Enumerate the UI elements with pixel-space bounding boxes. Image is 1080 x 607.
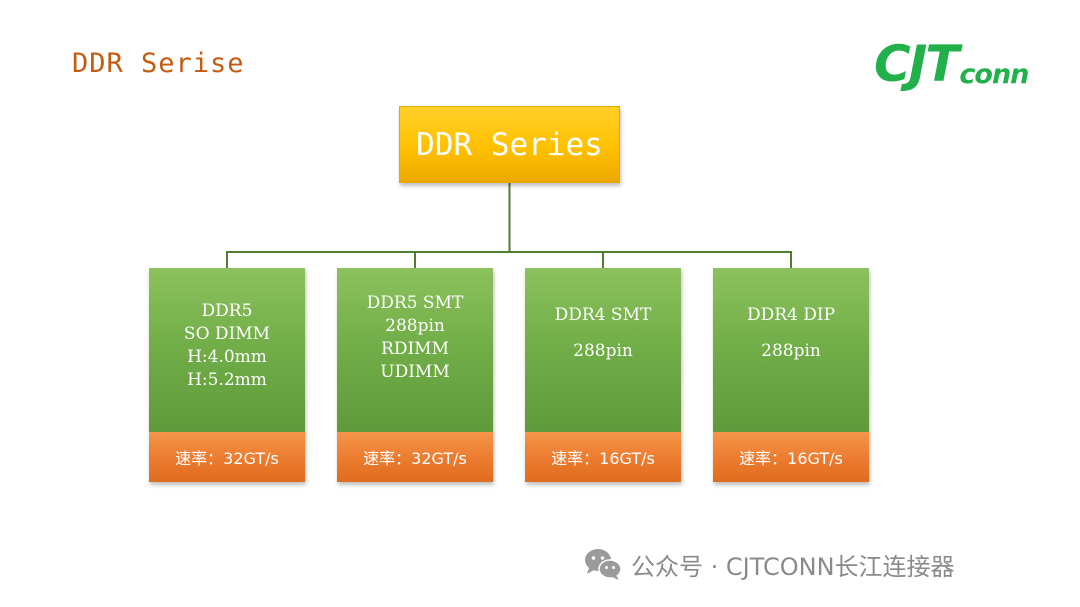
child-node-rate: 速率：16GT/s [525,432,681,482]
child-node-line: DDR4 SMT [554,305,652,325]
rate-label: 速率：32GT/s [175,449,279,468]
watermark-text: 公众号 · CJTCONN长江连接器 [631,552,955,581]
child-node-ddr4-dip: DDR4 DIP 288pin 速率：16GT/s [713,268,869,482]
child-node-body: DDR4 DIP 288pin [713,268,869,432]
child-node-line: UDIMM [380,362,450,382]
child-node-ddr5-smt: DDR5 SMT 288pin RDIMM UDIMM 速率：32GT/s [337,268,493,482]
rate-label: 速率：16GT/s [551,449,655,468]
child-node-ddr4-smt: DDR4 SMT 288pin 速率：16GT/s [525,268,681,482]
slide-title: DDR Serise [72,48,245,79]
child-node-line: H:4.0mm [187,347,267,367]
child-node-rate: 速率：32GT/s [337,432,493,482]
child-node-line: 288pin [573,341,633,361]
child-node-rate: 速率：32GT/s [149,432,305,482]
child-node-line: RDIMM [381,339,449,359]
rate-label: 速率：32GT/s [363,449,467,468]
child-node-body: DDR5 SO DIMM H:4.0mm H:5.2mm [149,268,305,432]
logo-main-text: CJT [874,35,959,93]
root-node-label: DDR Series [416,126,603,163]
wechat-icon [585,549,622,580]
logo-sub-text: conn [959,59,1029,90]
wechat-watermark: 公众号 · CJTCONN长江连接器 [583,546,955,582]
child-node-line: DDR4 DIP [746,305,836,325]
child-node-line: DDR5 SMT [366,293,464,313]
cjtconn-logo: CJT conn [874,30,1029,93]
child-node-rate: 速率：16GT/s [713,432,869,482]
rate-label: 速率：16GT/s [739,449,843,468]
child-node-line: SO DIMM [183,324,271,344]
child-node-body: DDR5 SMT 288pin RDIMM UDIMM [337,268,493,432]
root-node-ddr-series: DDR Series [399,106,620,183]
child-node-line: DDR5 [201,301,253,321]
child-node-line: 288pin [385,316,445,336]
child-node-body: DDR4 SMT 288pin [525,268,681,432]
child-node-ddr5-so-dimm: DDR5 SO DIMM H:4.0mm H:5.2mm 速率：32GT/s [149,268,305,482]
child-node-line: H:5.2mm [187,370,267,390]
child-node-line: 288pin [761,341,821,361]
